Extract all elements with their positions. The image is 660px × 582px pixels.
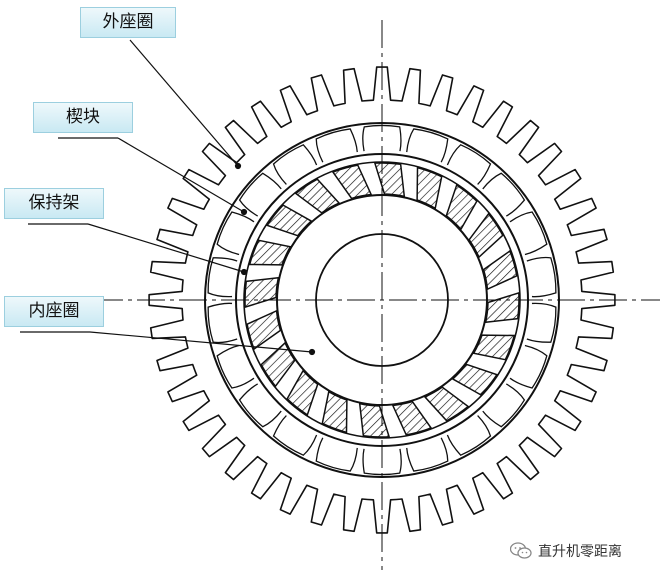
wedge-cell [207, 257, 238, 298]
cage-label: 保持架 [4, 188, 104, 219]
wedge-cell [406, 437, 449, 472]
wedge-cell [446, 415, 492, 456]
wedge-cell [446, 144, 492, 185]
wedge-cell [362, 124, 402, 152]
wedge-cell [526, 302, 557, 343]
wedge-block [373, 162, 406, 198]
wedge-block [265, 204, 313, 237]
wedge-cell [482, 383, 526, 428]
leader-outer-ring [129, 39, 239, 167]
wedge-block [445, 183, 478, 231]
leader-inner-ring [89, 331, 313, 353]
wedge-block [244, 276, 280, 309]
inner-ring-bore [315, 233, 449, 367]
outer-ring-label: 外座圈 [80, 7, 176, 38]
wedge-cell [272, 415, 318, 456]
wedge-outer-cells [207, 124, 557, 476]
wedge-cell [406, 128, 449, 163]
wedge-cell [509, 344, 548, 389]
wedge-block [482, 249, 518, 291]
wedge-cell [238, 172, 282, 217]
wedge-block [358, 402, 391, 438]
cage-inner-ring [243, 161, 521, 439]
inner-ring-outer-edge [276, 194, 488, 406]
wedge-block [331, 164, 373, 200]
wedge-cell [216, 211, 255, 256]
leader-wedge [117, 137, 245, 213]
wechat-icon [510, 542, 532, 559]
wedge-cell [207, 302, 238, 344]
wedge-cell [482, 172, 526, 217]
wedge-cell [315, 437, 358, 472]
wedge-cell [216, 344, 255, 389]
watermark-text: 直升机零距离 [538, 544, 622, 560]
wedge-block [246, 309, 282, 351]
wedge-block [391, 400, 433, 436]
watermark: 直升机零距离 [510, 541, 622, 561]
leader-lines [20, 39, 316, 356]
wedge-block [484, 291, 520, 324]
wedge-cell [526, 256, 557, 298]
wedge-label: 楔块 [33, 102, 133, 133]
wedge-block [451, 363, 499, 396]
wedge-block [286, 369, 319, 417]
leader-cage [87, 223, 245, 273]
outer-ring-gear-teeth [148, 66, 616, 534]
inner-ring-label: 内座圈 [4, 296, 104, 327]
wedge-cell [509, 211, 548, 256]
wedge-cell [362, 448, 402, 476]
cage-outer-ring [235, 153, 529, 447]
wedge-cell [315, 128, 358, 163]
outer-ring-inner-edge [204, 122, 560, 478]
wedge-cell [272, 144, 318, 185]
wedge-cell [238, 383, 282, 428]
